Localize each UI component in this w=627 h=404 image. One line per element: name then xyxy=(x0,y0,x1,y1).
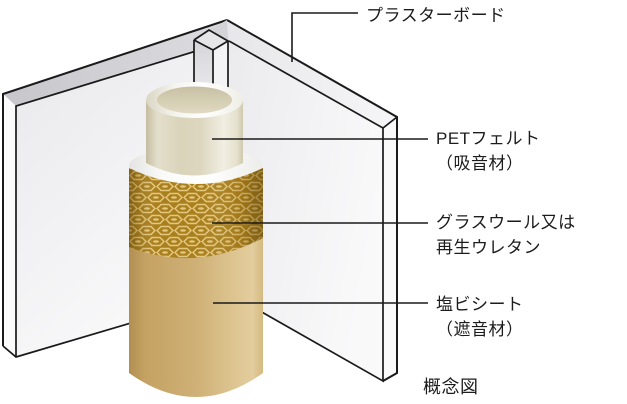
label-glass-wool-line2: 再生ウレタン xyxy=(436,238,541,257)
glasswool-mesh-band xyxy=(129,168,263,262)
label-pvc-sheet-line1: 塩ビシート xyxy=(436,295,524,314)
right-wall-panel xyxy=(226,19,398,383)
label-plasterboard: プラスターボード xyxy=(366,6,506,25)
label-pet-felt-line2: （吸音材） xyxy=(436,154,524,173)
diagram-caption: 概念図 xyxy=(423,377,479,397)
label-glass-wool-line1: グラスウール又は xyxy=(436,213,576,232)
plasterboard-leader-line xyxy=(291,12,358,62)
label-pvc-sheet-line2: （遮音材） xyxy=(436,320,524,339)
label-pet-felt: PETフェルト （吸音材） xyxy=(436,126,541,176)
label-pet-felt-line1: PETフェルト xyxy=(436,129,541,148)
pvc-sheet-cylinder xyxy=(129,238,263,397)
pipe-pet-felt-cylinder xyxy=(146,82,243,176)
pipe-inner-hole xyxy=(157,86,232,114)
label-pvc-sheet: 塩ビシート （遮音材） xyxy=(436,292,524,342)
label-glass-wool: グラスウール又は 再生ウレタン xyxy=(436,210,576,260)
